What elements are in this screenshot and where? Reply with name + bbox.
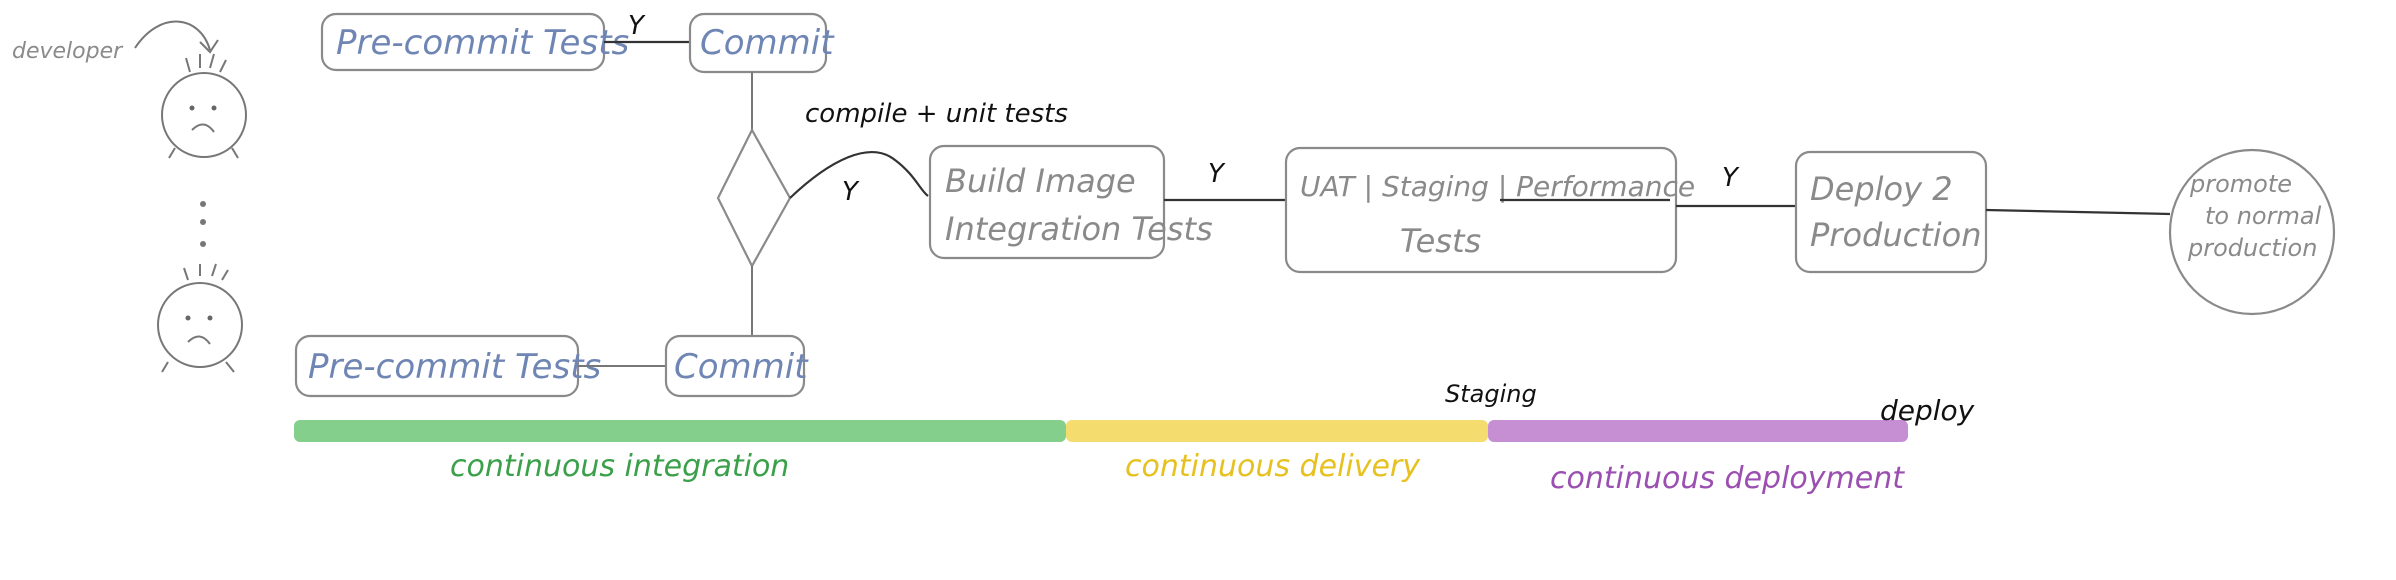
build-yes-label: Y bbox=[1208, 159, 1226, 189]
bottom-commit-label: Commit bbox=[674, 347, 809, 387]
uat-yes-label: Y bbox=[1722, 163, 1740, 193]
compile-label: compile + unit tests bbox=[805, 99, 1068, 129]
ci-phase-band bbox=[294, 420, 1066, 442]
deploy-to-production-box bbox=[1794, 150, 1988, 274]
uat-tests-label: Tests bbox=[1400, 222, 1481, 260]
cd-phase-band bbox=[1066, 420, 1488, 442]
top-commit-box bbox=[688, 12, 828, 74]
staging-marker: Staging bbox=[1445, 380, 1537, 408]
bottom-precommit-tests-label: Pre-commit Tests bbox=[308, 347, 601, 387]
developer-arrowhead bbox=[199, 39, 219, 54]
developer-figure-bottom bbox=[157, 263, 243, 373]
deploy-to-production-label: Deploy 2 bbox=[1810, 170, 1953, 208]
ci-phase-label: continuous integration bbox=[450, 449, 789, 484]
integration-tests-label: Integration Tests bbox=[945, 210, 1213, 248]
decision-diamond bbox=[716, 127, 792, 269]
cdep-phase-label: continuous deployment bbox=[1550, 461, 1905, 496]
deploy-to-promote-connector bbox=[1985, 208, 2171, 216]
uat-staging-performance-label: UAT | Staging | Performance bbox=[1300, 170, 1695, 203]
cd-phase-label: continuous delivery bbox=[1125, 449, 1421, 484]
developer-label: developer bbox=[12, 39, 124, 64]
developer-arrow bbox=[134, 20, 211, 51]
branch-yes-label: Y bbox=[842, 177, 860, 207]
promote-label: promote bbox=[2189, 170, 2292, 198]
cdep-phase-band bbox=[1488, 420, 1908, 442]
build-image-box bbox=[928, 144, 1166, 260]
ellipsis-dots bbox=[200, 201, 206, 247]
to-normal-label: to normal bbox=[2205, 202, 2322, 230]
promote-circle bbox=[2168, 148, 2336, 316]
production-circle-label: production bbox=[2187, 234, 2317, 262]
compile-curve bbox=[789, 151, 929, 199]
production-label: Production bbox=[1810, 216, 1982, 254]
top-yes-label: Y bbox=[628, 11, 646, 41]
top-commit-label: Commit bbox=[700, 23, 835, 63]
developer-figure-top bbox=[161, 53, 247, 159]
build-image-label: Build Image bbox=[945, 162, 1136, 200]
bottom-commit-box bbox=[664, 334, 806, 398]
top-precommit-tests-label: Pre-commit Tests bbox=[336, 23, 629, 63]
uat-staging-performance-box bbox=[1284, 146, 1678, 274]
